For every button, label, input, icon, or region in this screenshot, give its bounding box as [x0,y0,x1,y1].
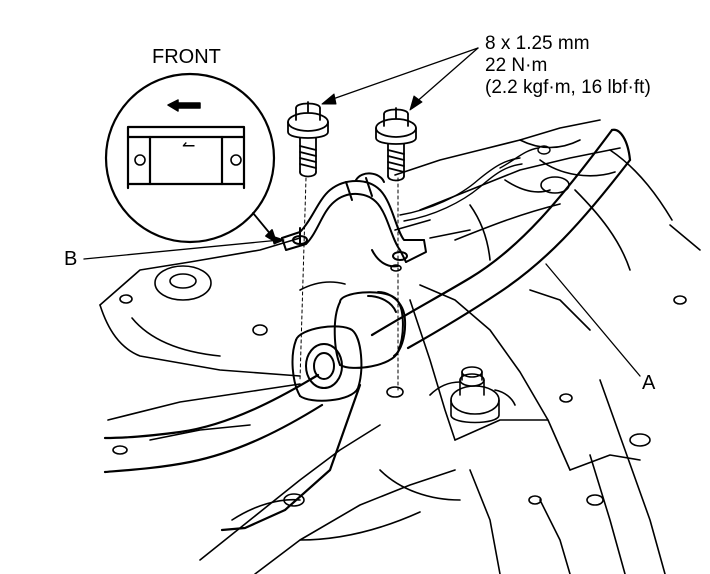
callout-a: A [642,372,656,394]
bracket-mark: ↼ [182,138,196,155]
front-label: FRONT [152,46,221,68]
bolt-spec-size: 8 x 1.25 mm [485,33,590,54]
wire-harness [399,145,551,222]
stud-nut [429,366,516,424]
rear-bushing [333,291,407,369]
bolt-axes [299,177,399,391]
left-arrow-icon [167,99,201,112]
leader-lines [83,47,641,377]
flange-bolt-icon [375,107,417,182]
front-bushing [291,325,363,402]
detail-inset [104,72,276,244]
bushing-holder [281,172,427,268]
bolt-spec-torque-alt: (2.2 kgf·m, 16 lbf·ft) [485,77,651,98]
flange-bolt-icon [287,101,329,178]
stabilizer-bar [103,128,632,532]
panel-holes [112,176,687,507]
leader-arrowheads [271,93,423,245]
bolt-spec-torque-nm: 22 N·m [485,55,548,76]
callout-b: B [64,248,78,270]
